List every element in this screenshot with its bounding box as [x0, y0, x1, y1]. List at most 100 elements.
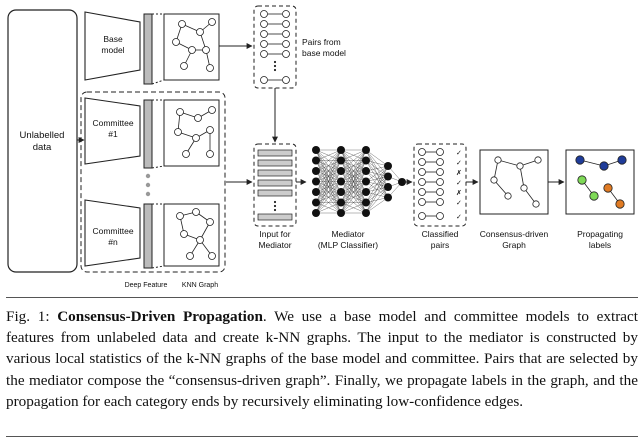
pair-check-6: ✓ [456, 200, 462, 207]
mlp-edge [315, 149, 342, 203]
mlp-neuron [384, 183, 392, 191]
mlp-edge [365, 165, 389, 214]
mlp-edge [340, 149, 367, 203]
mlp-neuron [362, 156, 370, 165]
committee-n-knn-graph [176, 208, 216, 260]
mlp-neuron [337, 167, 345, 175]
mlp-edge [315, 160, 342, 214]
mlp-edge [340, 181, 367, 214]
base-model-label-line1: Base [103, 34, 123, 44]
labeled-node [615, 199, 625, 209]
mlp-edge [315, 181, 342, 214]
mlp-edge [340, 149, 367, 172]
mlp-neuron [384, 193, 392, 202]
pair-check-7: ✓ [456, 214, 462, 221]
base-model-label-line2: model [101, 45, 124, 55]
committee-n-row: Committee #n [84, 199, 220, 269]
caption-title: Consensus-Driven Propagation [57, 308, 263, 325]
mlp-edge [315, 149, 342, 182]
mediator-mlp: Mediator (MLP Classifier) [312, 146, 406, 250]
mlp-edge [340, 149, 367, 182]
mlp-neuron [362, 167, 370, 175]
mlp-neuron [312, 188, 320, 196]
mlp-neuron [312, 209, 320, 217]
pair-check-4: ✓ [456, 180, 462, 187]
caption-body: . We use a base model and committee mode… [6, 308, 638, 410]
classified-pairs: ✓ ✓ ✗ ✓ ✗ ✓ ✓ Classified pairs [413, 143, 467, 250]
figure-caption: Fig. 1: Consensus-Driven Propagation. We… [6, 306, 638, 412]
mlp-edge [340, 160, 367, 214]
mlp-neuron [312, 177, 320, 186]
mlp-edge [315, 191, 342, 214]
mlp-neuron [398, 178, 406, 186]
committee-1-label-line2: #1 [108, 129, 118, 139]
input-for-mediator-label-line1: Input for [259, 229, 290, 239]
committee-1-deep-feature-bar [143, 99, 153, 169]
mlp-edge [365, 197, 389, 214]
mlp-neuron [312, 146, 320, 154]
propagating-labels-label-line1: Propagating [577, 229, 623, 239]
committee-n-label-line2: #n [108, 237, 118, 247]
unlabelled-data-block: Unlabelled data [7, 9, 78, 273]
mlp-edge [340, 149, 367, 161]
mlp-neuron [337, 198, 345, 207]
figure-diagram: Unlabelled data Base model Committee #1 [7, 5, 635, 289]
consensus-driven-graph: Consensus-driven Graph [479, 149, 549, 250]
deep-feature-label: Deep Feature [125, 282, 168, 289]
mlp-edge [365, 186, 389, 214]
mediator-label-line2: (MLP Classifier) [318, 240, 378, 250]
mlp-neuron [337, 188, 345, 196]
base-deep-feature-bar [143, 13, 153, 85]
input-for-mediator: Input for Mediator [253, 143, 297, 250]
pairs-from-base-label-line1: Pairs from [302, 37, 341, 47]
mlp-edge [340, 202, 367, 214]
unlabelled-data-label-line2: data [33, 142, 52, 153]
pair-check-3: ✗ [456, 169, 462, 177]
consensus-graph-label-line2: Graph [502, 240, 526, 250]
mlp-edge [340, 149, 367, 193]
base-knn-graph [172, 18, 216, 72]
mlp-edge [340, 170, 367, 214]
mlp-edge [365, 165, 389, 182]
base-model-row: Base model [84, 11, 220, 85]
labeled-node [575, 155, 585, 165]
mlp-neuron [362, 177, 370, 186]
base-model-trapezoid [84, 11, 141, 81]
mlp-edge [365, 176, 389, 214]
caption-fig-label: Fig. 1: [6, 308, 58, 325]
pairs-from-base-label-line2: base model [302, 48, 346, 58]
propagating-labels-label-line2: labels [589, 240, 611, 250]
committee-1-label-line1: Committee [92, 118, 133, 128]
labeled-node [599, 161, 609, 171]
mlp-neuron [362, 209, 370, 217]
mediator-label-line1: Mediator [331, 229, 364, 239]
unlabelled-data-label-line1: Unlabelled [20, 130, 65, 141]
committee-n-label-line1: Committee [92, 226, 133, 236]
committee-n-deep-feature-bar [143, 203, 153, 269]
pairs-from-base-model: Pairs from base model [253, 5, 346, 89]
mlp-neuron [312, 167, 320, 175]
mlp-edge [315, 149, 342, 214]
caption-bottom-rule [6, 436, 638, 437]
mlp-neuron [337, 177, 345, 186]
classified-pairs-label-line2: pairs [431, 240, 449, 250]
caption-top-rule [6, 297, 638, 298]
labeled-node [577, 175, 587, 185]
mlp-neuron [362, 188, 370, 196]
mlp-neuron [384, 172, 392, 181]
knn-graph-label: KNN Graph [182, 282, 218, 289]
input-for-mediator-label-line2: Mediator [258, 240, 291, 250]
committee-ellipsis [145, 173, 151, 197]
mlp-edge [365, 165, 389, 193]
mlp-neuron [337, 156, 345, 165]
committee-n-trapezoid [84, 199, 141, 267]
mlp-neuron [362, 146, 370, 154]
labeled-node [589, 191, 599, 201]
mlp-neuron [384, 162, 392, 170]
committee-1-row: Committee #1 [84, 97, 220, 169]
pair-check-5: ✗ [456, 189, 462, 197]
pair-check-2: ✓ [456, 160, 462, 167]
mlp-edge [365, 149, 389, 167]
mlp-edge [315, 149, 342, 172]
mlp-edge [315, 149, 342, 193]
